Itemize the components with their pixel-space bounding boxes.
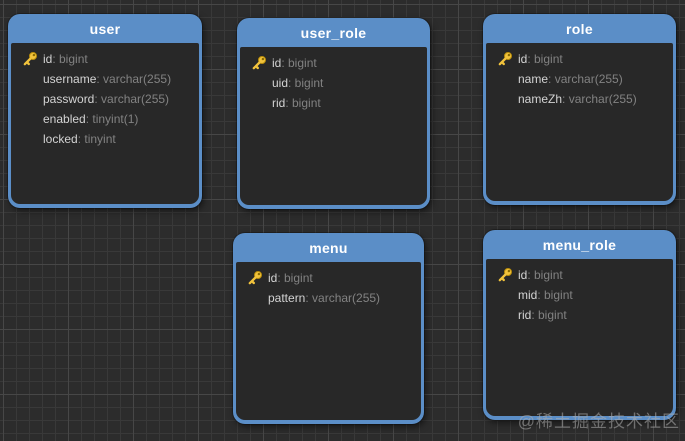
field-row[interactable]: password: varchar(255)	[21, 89, 195, 109]
field-row[interactable]: rid: bigint	[250, 93, 423, 113]
field-type: : tinyint	[77, 132, 116, 146]
field-name: mid	[518, 288, 538, 302]
table-card-user[interactable]: user id: bigint username: varchar(255)	[8, 14, 202, 208]
field-row[interactable]: uid: bigint	[250, 73, 423, 93]
table-card-menu_role[interactable]: menu_role id: bigint mid: bigint	[483, 230, 676, 420]
table-card-menu[interactable]: menu id: bigint pattern: varchar(255)	[233, 233, 424, 424]
field-type: : varchar(255)	[94, 92, 170, 106]
field-name: uid	[272, 76, 289, 90]
table-header[interactable]: role	[486, 14, 673, 43]
table-body: id: bigint mid: bigint rid: bigint	[486, 259, 673, 416]
field-row[interactable]: rid: bigint	[496, 305, 669, 325]
table-card-role[interactable]: role id: bigint name: varchar(255)	[483, 14, 676, 205]
field-row[interactable]: pattern: varchar(255)	[246, 288, 417, 308]
primary-key-icon	[250, 55, 267, 71]
table-title: menu	[309, 239, 348, 256]
field-name: name	[518, 72, 549, 86]
field-type: : tinyint(1)	[85, 112, 139, 126]
table-header[interactable]: user	[11, 14, 199, 43]
field-row[interactable]: mid: bigint	[496, 285, 669, 305]
field-row[interactable]: username: varchar(255)	[21, 69, 195, 89]
table-body: id: bigint name: varchar(255) nameZh: va…	[486, 43, 673, 201]
field-type: : bigint	[537, 288, 573, 302]
field-type: : bigint	[285, 96, 321, 110]
table-title: menu_role	[542, 236, 617, 253]
field-type: : bigint	[531, 308, 567, 322]
field-type: : bigint	[281, 56, 317, 70]
field-name: rid	[272, 96, 286, 110]
field-type: : varchar(255)	[548, 72, 623, 86]
field-type: : varchar(255)	[305, 291, 381, 305]
table-body: id: bigint username: varchar(255) passwo…	[11, 43, 199, 204]
table-title: user_role	[300, 24, 367, 41]
primary-key-icon	[496, 267, 513, 283]
field-name: id	[518, 52, 528, 66]
field-name: username	[43, 72, 97, 86]
table-header[interactable]: menu	[236, 233, 421, 262]
field-type: : bigint	[527, 268, 563, 282]
field-type: : varchar(255)	[96, 72, 172, 86]
table-title: user	[89, 20, 121, 37]
field-type: : bigint	[277, 271, 313, 285]
field-row[interactable]: nameZh: varchar(255)	[496, 89, 669, 109]
field-row[interactable]: name: varchar(255)	[496, 69, 669, 89]
table-body: id: bigint uid: bigint rid: bigint	[240, 47, 427, 205]
primary-key-icon	[246, 270, 263, 286]
field-row[interactable]: locked: tinyint	[21, 129, 195, 149]
field-type: : bigint	[52, 52, 88, 66]
table-header[interactable]: user_role	[240, 18, 427, 47]
field-row[interactable]: id: bigint	[496, 49, 669, 69]
field-row[interactable]: id: bigint	[250, 53, 423, 73]
field-name: password	[43, 92, 95, 106]
field-type: : bigint	[527, 52, 563, 66]
field-name: pattern	[268, 291, 306, 305]
field-name: rid	[518, 308, 532, 322]
field-row[interactable]: id: bigint	[21, 49, 195, 69]
table-body: id: bigint pattern: varchar(255)	[236, 262, 421, 420]
field-type: : bigint	[288, 76, 324, 90]
field-name: id	[43, 52, 53, 66]
primary-key-icon	[21, 51, 38, 67]
field-row[interactable]: id: bigint	[246, 268, 417, 288]
field-name: enabled	[43, 112, 86, 126]
table-title: role	[566, 20, 593, 37]
primary-key-icon	[496, 51, 513, 67]
field-name: id	[272, 56, 282, 70]
table-header[interactable]: menu_role	[486, 230, 673, 259]
field-type: : varchar(255)	[562, 92, 637, 106]
field-row[interactable]: enabled: tinyint(1)	[21, 109, 195, 129]
table-card-user_role[interactable]: user_role id: bigint uid: bigint	[237, 18, 430, 209]
field-name: id	[518, 268, 528, 282]
field-name: locked	[43, 132, 78, 146]
field-name: nameZh	[518, 92, 563, 106]
field-name: id	[268, 271, 278, 285]
field-row[interactable]: id: bigint	[496, 265, 669, 285]
